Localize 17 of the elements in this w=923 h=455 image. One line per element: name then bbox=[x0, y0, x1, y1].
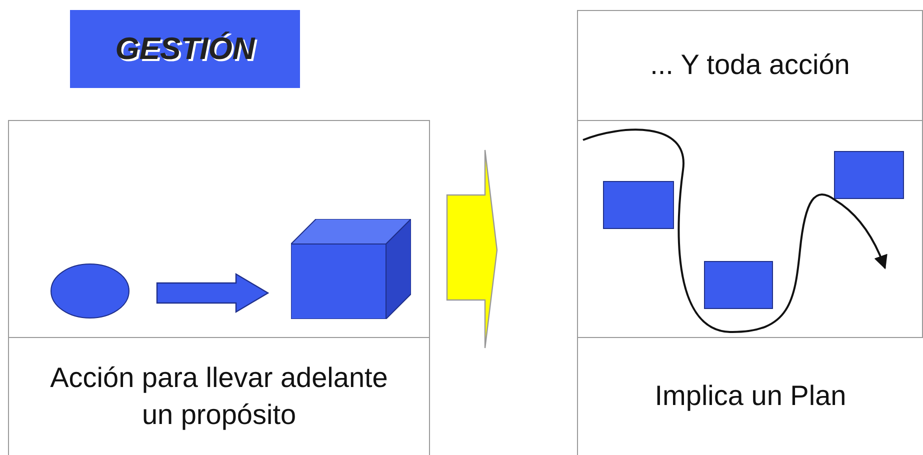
title-box bbox=[70, 10, 300, 88]
block-arrow bbox=[156, 272, 270, 314]
title-text: GESTIÓN bbox=[115, 30, 255, 68]
caption-box bbox=[577, 337, 923, 455]
block-arrow bbox=[446, 149, 498, 349]
cube-shape bbox=[291, 219, 411, 319]
illustration-panel bbox=[8, 120, 430, 337]
plan-step-rect bbox=[603, 181, 674, 229]
ellipse-shape bbox=[50, 263, 130, 319]
caption-text: Acción para llevar adelante un propósito bbox=[49, 361, 389, 432]
plan-step-rect bbox=[704, 261, 773, 309]
illustration-panel bbox=[577, 120, 923, 337]
caption-box bbox=[8, 337, 430, 455]
plan-step-rect bbox=[834, 151, 904, 199]
caption-text: Implica un Plan bbox=[654, 379, 846, 414]
caption-text: ... Y toda acción bbox=[650, 48, 850, 82]
caption-box bbox=[577, 10, 923, 120]
